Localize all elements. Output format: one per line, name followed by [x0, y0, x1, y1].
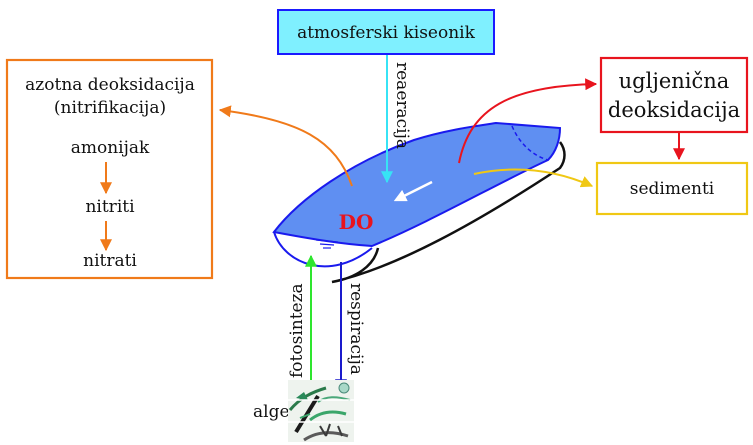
stream-bed-outline — [331, 141, 566, 284]
sediments-box — [595, 161, 749, 216]
dissolved-oxygen-label: DO — [339, 210, 374, 234]
to-carbon-deoxidation-arrow — [458, 78, 598, 164]
stream-water-body — [272, 121, 562, 248]
to-sediments-arrow — [473, 168, 594, 188]
ammonia-label: amonijak — [71, 138, 150, 158]
carbon-deoxidation-label-line1: ugljenična — [619, 69, 730, 93]
carbon-deoxidation-label-line2: deoksidacija — [608, 98, 740, 122]
photosynthesis-label: fotosinteza — [287, 283, 307, 378]
respiration-label: respiracija — [346, 283, 366, 375]
nitrogen-deoxidation-title: azotna deoksidacija — [25, 75, 195, 95]
algae-image — [288, 380, 354, 442]
water-level-line-2 — [319, 243, 335, 246]
sediments-label: sedimenti — [630, 179, 715, 199]
to-nitrogen-deoxidation-arrow — [218, 105, 353, 187]
flow-direction-arrow — [393, 180, 433, 202]
nitrification-subtitle: (nitrifikacija) — [54, 98, 166, 118]
carbon-deoxidation-box — [599, 56, 749, 134]
water-level-line-1 — [315, 239, 339, 243]
reaeration-label: reaeracija — [392, 62, 412, 149]
nitrates-label: nitrati — [83, 251, 137, 271]
atmospheric-oxygen-box — [277, 9, 495, 55]
nitrites-label: nitriti — [85, 197, 135, 217]
algae-label: alge — [253, 402, 290, 422]
atmospheric-oxygen-label: atmosferski kiseonik — [297, 23, 476, 43]
